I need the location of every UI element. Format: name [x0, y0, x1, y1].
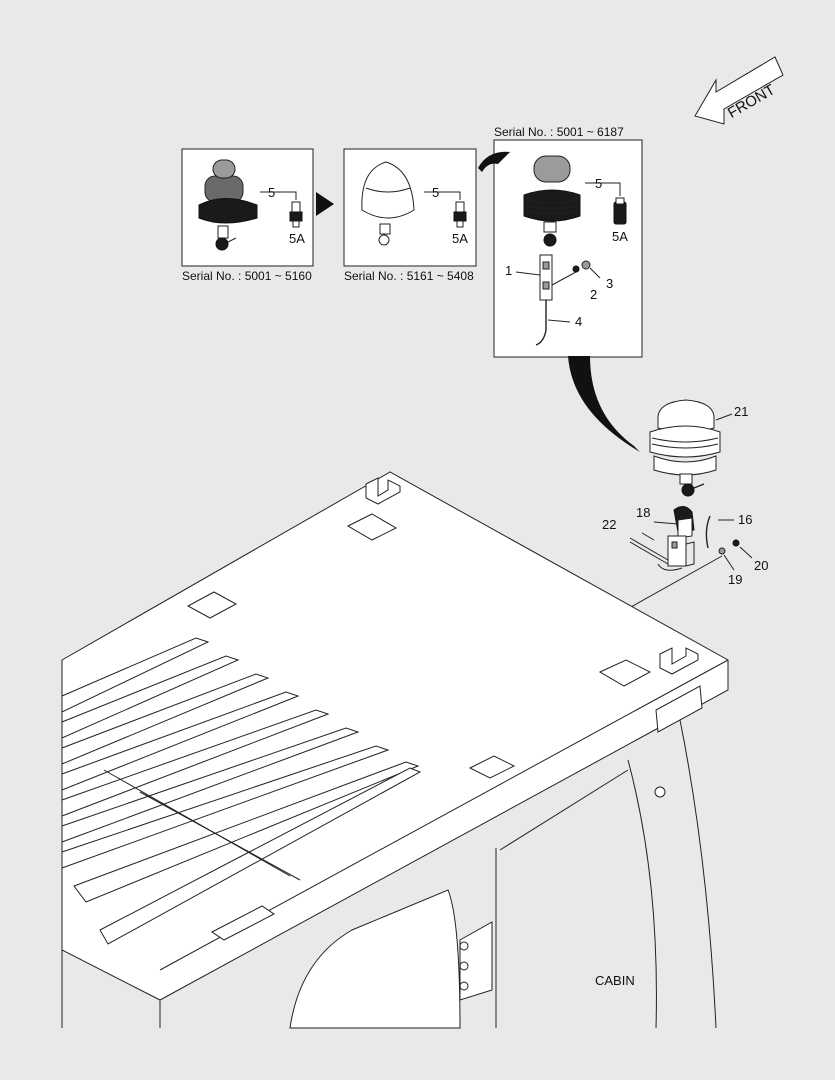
part-label-20: 20: [754, 558, 768, 573]
part-label-5: 5: [432, 185, 439, 200]
bracket-icon: [535, 254, 553, 346]
main-beacon: 21: [649, 399, 748, 497]
beacon-lamp-icon: [198, 159, 258, 251]
part-label-3: 3: [606, 276, 613, 291]
part-label-5a: 5A: [289, 231, 305, 246]
bracket-assembly: 18 16 22 19 20: [602, 505, 768, 643]
callout-arc: [568, 356, 640, 452]
cabin-label: CABIN: [595, 973, 635, 988]
next-arrow: [316, 192, 334, 216]
serial-label-2: Serial No. : 5161 ~ 5408: [344, 269, 474, 283]
part-label-19: 19: [728, 572, 742, 587]
part-label-22: 22: [602, 517, 616, 532]
inset-box-3: Serial No. : 5001 ~ 6187 5 5A: [478, 125, 643, 358]
part-label-2: 2: [590, 287, 597, 302]
part-label-5: 5: [595, 176, 602, 191]
part-label-21: 21: [734, 404, 748, 419]
inset-box-2: 5 5A Serial No. : 5161 ~ 5408: [343, 148, 477, 283]
front-arrow: FRONT: [694, 56, 784, 125]
part-label-5a: 5A: [612, 229, 628, 244]
part-label-4: 4: [575, 314, 582, 329]
bulb-icon: [453, 201, 467, 228]
bulb-icon: [289, 201, 303, 228]
bulb-icon: [613, 197, 627, 225]
part-label-18: 18: [636, 505, 650, 520]
serial-label-3: Serial No. : 5001 ~ 6187: [494, 125, 624, 139]
part-label-5a: 5A: [452, 231, 468, 246]
inset-box-1: 5 5A Serial No. : 5001 ~ 5160: [181, 148, 314, 283]
cabin-roof: [61, 471, 729, 1029]
serial-label-1: Serial No. : 5001 ~ 5160: [182, 269, 312, 283]
beacon-lamp-icon: [361, 161, 415, 246]
part-label-5: 5: [268, 185, 275, 200]
beacon-lamp-icon: [523, 155, 581, 247]
top-guard: [61, 637, 422, 945]
part-label-1: 1: [505, 263, 512, 278]
part-label-16: 16: [738, 512, 752, 527]
transition-arc: [478, 151, 510, 172]
